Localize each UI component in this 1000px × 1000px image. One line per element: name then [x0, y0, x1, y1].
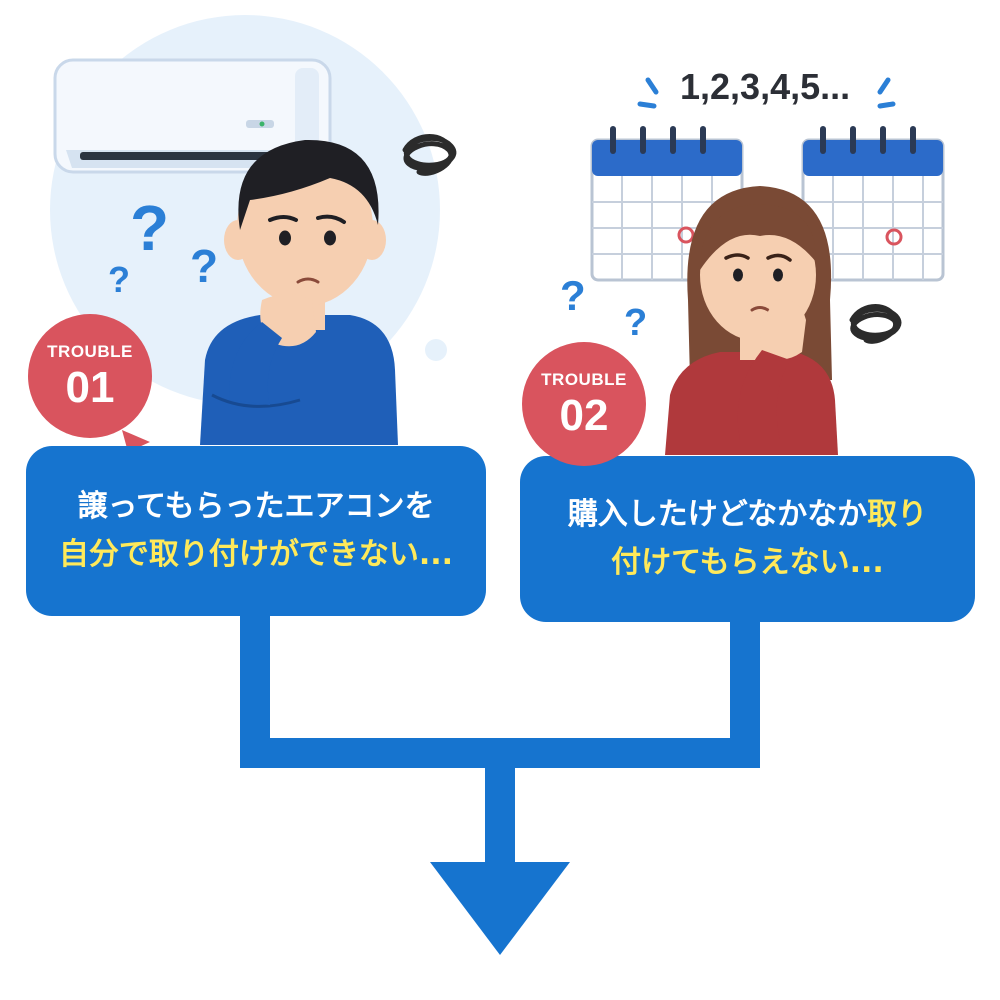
trouble-01-line-1: 譲ってもらったエアコンを	[77, 489, 435, 524]
emphasis-dashes	[637, 77, 896, 109]
trouble-01-badge-label: TROUBLE	[47, 342, 133, 361]
question-mark-icon: ?	[190, 240, 218, 292]
trouble-02-badge-number: 02	[559, 391, 609, 440]
trouble-02-line-1: 購入したけどなかなか取り	[568, 491, 927, 539]
trouble-02-line-1-text: 購入したけどなかなか	[567, 497, 868, 532]
trouble-02-badge-label: TROUBLE	[541, 370, 627, 389]
trouble-01-badge-number: 01	[65, 363, 115, 412]
question-mark-icon: ?	[130, 192, 169, 264]
worry-scribble-icon	[402, 134, 457, 176]
trouble-01-badge: TROUBLE 01	[28, 314, 152, 438]
trouble-02-highlight-2: 付けてもらえない...	[611, 545, 884, 580]
question-mark-icon: ?	[108, 259, 130, 300]
trouble-01-line-2: 自分で取り付けができない...	[59, 531, 453, 579]
man-illustration	[200, 139, 398, 445]
trouble-02-box: 購入したけどなかなか取り 付けてもらえない...	[520, 456, 975, 622]
trouble-02-highlight-1: 取り	[867, 497, 928, 532]
trouble-01-box: 譲ってもらったエアコンを 自分で取り付けができない...	[26, 446, 486, 616]
counter-text: 1,2,3,4,5...	[680, 66, 851, 107]
trouble-01-highlight: 自分で取り付けができない...	[58, 537, 454, 572]
air-conditioner-icon	[53, 58, 332, 174]
background-dot	[425, 339, 447, 361]
worry-scribble-icon	[849, 304, 902, 344]
trouble-02-badge: TROUBLE 02	[522, 342, 646, 466]
flow-connector	[240, 615, 760, 870]
question-mark-icon: ?	[624, 302, 647, 344]
trouble-02-line-2: 付けてもらえない...	[611, 539, 884, 587]
woman-illustration	[665, 186, 838, 455]
question-mark-icon: ?	[560, 272, 586, 319]
arrow-down-icon	[430, 862, 570, 955]
calendar-icon	[801, 126, 945, 282]
